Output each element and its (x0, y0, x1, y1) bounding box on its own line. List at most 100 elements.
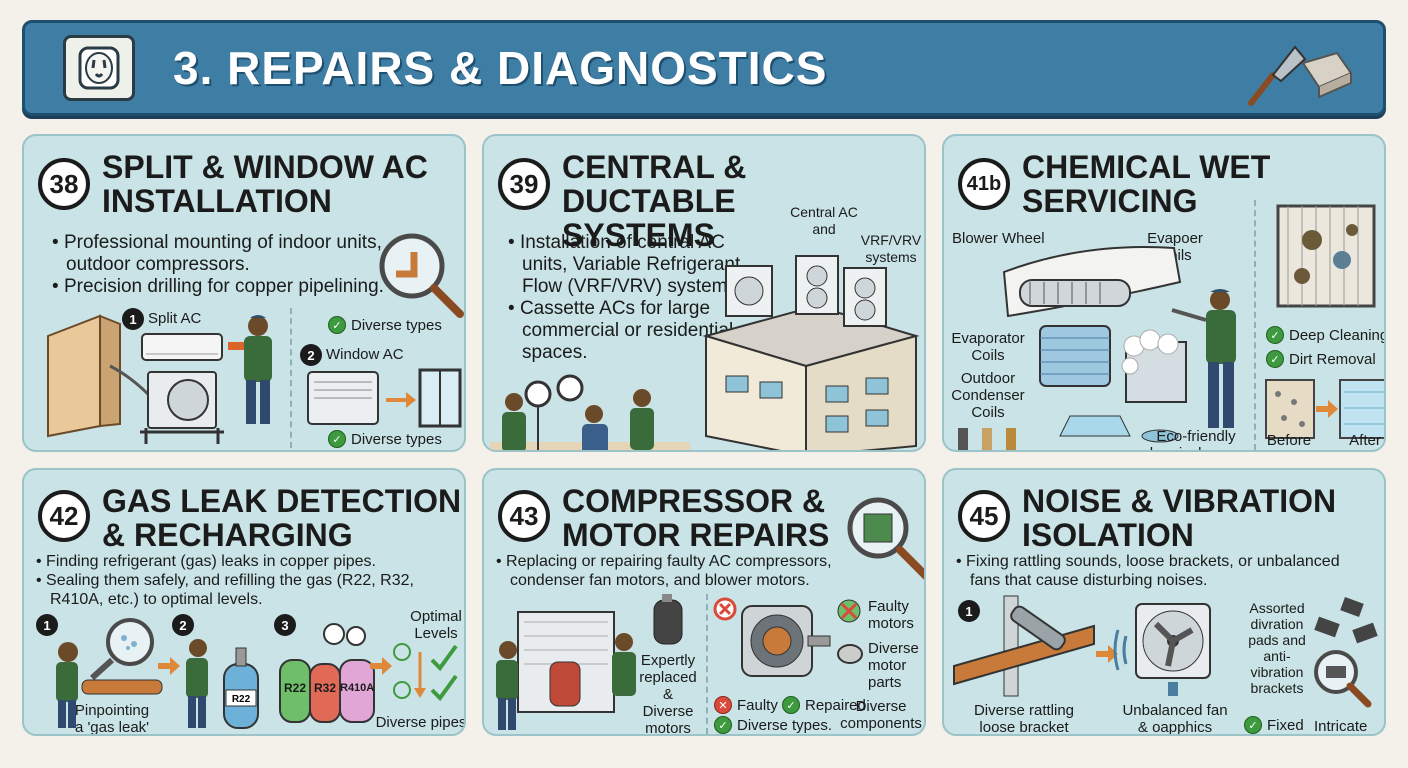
panel-title: COMPRESSOR &MOTOR REPAIRS (562, 483, 830, 553)
optimal-levels-label: Optimal Levels (410, 608, 462, 642)
expertly-replaced-label: Expertly replaced & Diverse motors (639, 652, 697, 736)
bullet-item: • Installation of central AC units, Vari… (508, 232, 743, 297)
building-rooftop-ac-illustration (702, 255, 920, 450)
window-ac-icon (307, 368, 462, 428)
technician-drilling-icon (228, 315, 272, 424)
r22-label: R22 (283, 681, 306, 695)
intricate-label: Intricate (1314, 718, 1368, 735)
wrench-pipe-icon (953, 595, 1095, 697)
before-after-icon (1265, 379, 1384, 439)
arrow-icon (158, 657, 180, 675)
panel-number: 41b (958, 158, 1010, 210)
diverse-motor-parts-label: Diverse motor parts (868, 640, 919, 691)
vrf-label: VRF/VRV systems (860, 232, 922, 265)
check-repaired: ✓Repaired (782, 696, 866, 714)
cylinder-label: R22 (232, 694, 251, 705)
bullet-item: • Professional mounting of indoor units,… (52, 232, 382, 275)
outlet-icon (63, 35, 135, 101)
x-icon (713, 597, 737, 621)
check-diverse-types-1: ✓Diverse types (328, 316, 442, 334)
motor-cutaway-icon (741, 605, 831, 677)
panel-gas-leak: 42 GAS LEAK DETECTION& RECHARGING • Find… (22, 468, 466, 736)
window-ac-label: Window AC (326, 346, 404, 363)
step-number: 2 (300, 344, 322, 366)
check-fixed: ✓Fixed (1244, 716, 1304, 734)
diverse-pipes-label: Diverse pipes (375, 714, 466, 731)
central-ac-label: Central AC and (790, 204, 858, 237)
compressor-part-icon (653, 594, 683, 645)
faulty-motor-icon (837, 599, 861, 623)
check-deep-cleaning: ✓Deep Cleaning (1266, 326, 1384, 344)
before-label: Before (1266, 432, 1312, 449)
bullet-item: • Precision drilling for copper pipelini… (52, 276, 384, 297)
nozzles-icon (958, 428, 1016, 450)
eco-friendly-label: Eco-friendly chemical sprays (1142, 428, 1250, 450)
indoor-ac-open-icon (1002, 246, 1182, 318)
panel-title: GAS LEAK DETECTION& RECHARGING (102, 483, 462, 553)
bullet-list: • Installation of central AC units, Vari… (506, 232, 774, 364)
outdoor-unit-technicians-icon (496, 611, 636, 730)
coils-spray-illustration (1039, 325, 1187, 443)
step-number: 1 (122, 308, 144, 330)
vibration-pads-icon (1314, 597, 1378, 708)
split-ac-label: Split AC (148, 310, 202, 327)
step-number: 1 (958, 600, 980, 622)
bullet-item: • Cassette ACs for large commercial or r… (508, 298, 734, 363)
diverse-components-label: Diverse components (840, 698, 922, 732)
assorted-pads-label: Assorted divration pads and anti- vibrat… (1248, 600, 1306, 696)
bullet-item: • Fixing rattling sounds, loose brackets… (956, 553, 1340, 589)
technician-cylinder-icon: R22 (186, 639, 259, 729)
wall-pipe-illustration (47, 314, 152, 438)
check-faulty: ✕Faulty (714, 696, 778, 714)
bullet-list: • Finding refrigerant (gas) leaks in cop… (34, 552, 454, 609)
optimal-levels-checks-icon (393, 643, 458, 702)
check-dirt-removal: ✓Dirt Removal (1266, 350, 1376, 368)
panel-number: 39 (498, 158, 550, 210)
bullet-list: • Replacing or repairing faulty AC compr… (494, 552, 874, 590)
panel-compressor-motor: 43 COMPRESSOR &MOTOR REPAIRS • Replacing… (482, 468, 926, 736)
panel-number: 43 (498, 490, 550, 542)
leak-detection-illustration (56, 618, 163, 728)
r32-label: R32 (313, 681, 336, 695)
technician-sprayer-icon (1171, 289, 1236, 428)
refrigerant-cylinders-icon (279, 623, 375, 723)
split-ac-unit-icon (140, 333, 224, 444)
r410a-label: R410A (340, 682, 375, 694)
magnifier-pipe-icon (379, 233, 464, 318)
panel-number: 38 (38, 158, 90, 210)
magnifier-chip-icon (847, 497, 924, 580)
check-diverse-types: ✓Diverse types. (714, 716, 832, 734)
arrow-icon (1096, 645, 1118, 663)
outdoor-condenser-label: Outdoor Condenser Coils (951, 370, 1025, 421)
motor-parts-icon (837, 644, 863, 664)
after-label: After (1349, 432, 1381, 449)
rattling-label: Diverse rattling loose bracket (973, 702, 1075, 736)
arrow-icon (370, 657, 392, 675)
bullet-item: • Sealing them safely, and refilling the… (36, 572, 414, 608)
step-number: 2 (172, 614, 194, 636)
unbalanced-fan-icon (1113, 603, 1211, 696)
bullet-item: • Replacing or repairing faulty AC compr… (496, 553, 832, 589)
panel-number: 45 (958, 490, 1010, 542)
bullet-list: • Fixing rattling sounds, loose brackets… (954, 552, 1374, 590)
evaporator-coils-label: Evaporator Coils (951, 330, 1025, 364)
unbalanced-fan-label: Unbalanced fan & oapphics (1122, 702, 1228, 736)
step-number: 1 (36, 614, 58, 636)
dirty-filter-icon (1276, 204, 1376, 308)
technicians-gauges-icon (490, 374, 690, 450)
page-header: 3. REPAIRS & DIAGNOSTICS (22, 20, 1386, 116)
blower-wheel-label: Blower Wheel (952, 230, 1045, 247)
bullet-item: • Finding refrigerant (gas) leaks in cop… (36, 553, 376, 570)
faulty-motors-label: Faulty motors (868, 598, 914, 632)
step-number: 3 (274, 614, 296, 636)
panel-number: 42 (38, 490, 90, 542)
bullet-list: • Professional mounting of indoor units,… (50, 232, 410, 298)
